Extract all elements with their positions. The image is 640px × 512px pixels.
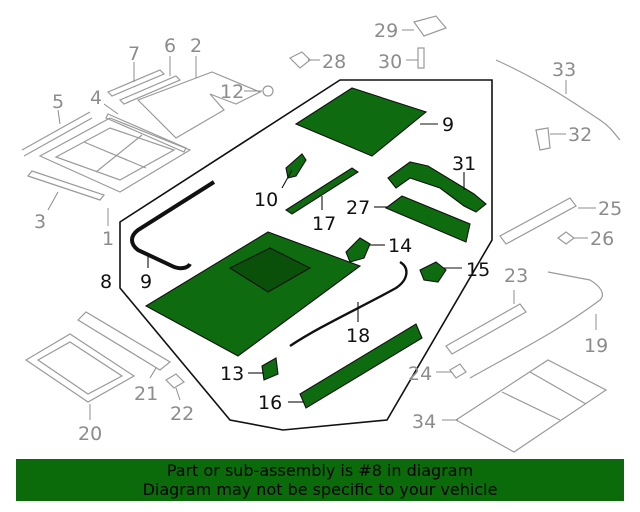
rail-part-16	[299, 323, 423, 409]
callout-18: 18	[346, 325, 370, 347]
grey-parts	[21, 15, 621, 453]
leader-lines	[147, 123, 465, 403]
callout-5: 5	[52, 91, 64, 113]
callout-6: 6	[164, 35, 176, 57]
callout-15: 15	[466, 259, 490, 281]
clip-part-15	[419, 261, 447, 283]
callout-33: 33	[552, 59, 576, 81]
callout-32: 32	[568, 124, 592, 146]
callout-19: 19	[584, 335, 608, 357]
callout-20: 20	[78, 423, 102, 445]
motor-part-29	[413, 15, 448, 37]
leader-11	[281, 169, 293, 189]
seal-part-5	[21, 111, 93, 157]
leader-3	[47, 191, 59, 211]
rail-part-31	[387, 161, 487, 213]
clip-part-24	[449, 363, 467, 379]
callout-3: 3	[34, 211, 46, 233]
callout-10: 9	[442, 114, 454, 136]
callout-22: 22	[170, 403, 194, 425]
strip-part-4	[105, 113, 187, 153]
callout-4: 4	[90, 87, 102, 109]
callout-28: 28	[322, 51, 346, 73]
callout-1: 1	[102, 228, 114, 250]
leader-22	[175, 387, 181, 401]
panel-34-seam-1	[501, 391, 561, 421]
bracket-part-14	[345, 237, 371, 263]
cable-part-19	[469, 271, 603, 379]
panel-part-34	[454, 359, 608, 453]
callout-7: 7	[128, 43, 140, 65]
callout-8: 8	[100, 271, 112, 293]
strip-part-6	[118, 75, 182, 105]
strip-part-3	[26, 170, 106, 201]
glass-panel-part-10	[294, 87, 428, 157]
callout-29: 29	[374, 20, 398, 42]
seal-part-9	[130, 180, 216, 271]
bracket-part-13	[261, 357, 279, 381]
frame-part-20	[24, 333, 136, 403]
callout-9: 9	[140, 271, 152, 293]
bolt-part-30	[417, 47, 425, 69]
main-frame-opening	[228, 247, 312, 293]
strip-part-17	[284, 167, 360, 215]
clip-part-28	[288, 51, 311, 69]
callout-12: 12	[220, 81, 244, 103]
callout-26: 26	[590, 228, 614, 250]
callout-21: 21	[134, 383, 158, 405]
callout-16: 16	[258, 392, 282, 414]
frame-part-20-inner	[36, 341, 124, 395]
strip-part-25	[499, 197, 577, 245]
glass-grid-2	[95, 134, 143, 173]
cable-part-33	[495, 59, 621, 141]
callout-24: 24	[408, 363, 432, 385]
info-banner: Part or sub-assembly is #8 in diagram Di…	[16, 459, 624, 501]
cable-part-18	[289, 260, 408, 347]
callout-23: 23	[504, 265, 528, 287]
leader-5	[57, 109, 61, 125]
clip-part-12	[262, 85, 274, 97]
leader-4	[103, 103, 119, 115]
callout-34: 34	[412, 411, 436, 433]
glass-grid-1	[83, 141, 147, 169]
callout-27: 27	[346, 197, 370, 219]
leader-21	[149, 367, 157, 379]
grey-leader-lines	[47, 29, 597, 421]
strip-part-23	[445, 303, 527, 355]
strip-part-21	[77, 311, 172, 371]
panel-34-seam-2	[529, 371, 587, 405]
banner-line-disclaimer: Diagram may not be specific to your vehi…	[142, 480, 498, 499]
bracket-part-32	[535, 127, 551, 151]
banner-line-part-number: Part or sub-assembly is #8 in diagram	[166, 461, 474, 480]
glass-frame-upper	[38, 117, 192, 193]
deflector-part-27	[384, 195, 471, 243]
main-frame-part-8	[144, 231, 362, 357]
highlighted-parts	[130, 87, 487, 409]
callout-2: 2	[190, 35, 202, 57]
callouts-grey: 1 2 3 4 5 6 7 12 19 20 21 22 23 24 25 26…	[34, 20, 622, 445]
callout-11: 10	[254, 189, 278, 211]
glass-frame-upper-inner	[54, 127, 176, 181]
callout-31: 31	[452, 153, 476, 175]
callouts-black: 9 10 17 27 31 14 15 18 8 9 13 16	[100, 114, 490, 414]
callout-17: 17	[312, 213, 336, 235]
callout-30: 30	[378, 51, 402, 73]
callout-25: 25	[598, 198, 622, 220]
callout-13: 13	[220, 363, 244, 385]
callout-14: 14	[388, 235, 412, 257]
clip-part-22	[165, 373, 185, 389]
panel-part-2	[136, 71, 262, 139]
strip-part-7	[106, 69, 166, 97]
clip-part-26	[557, 231, 575, 245]
